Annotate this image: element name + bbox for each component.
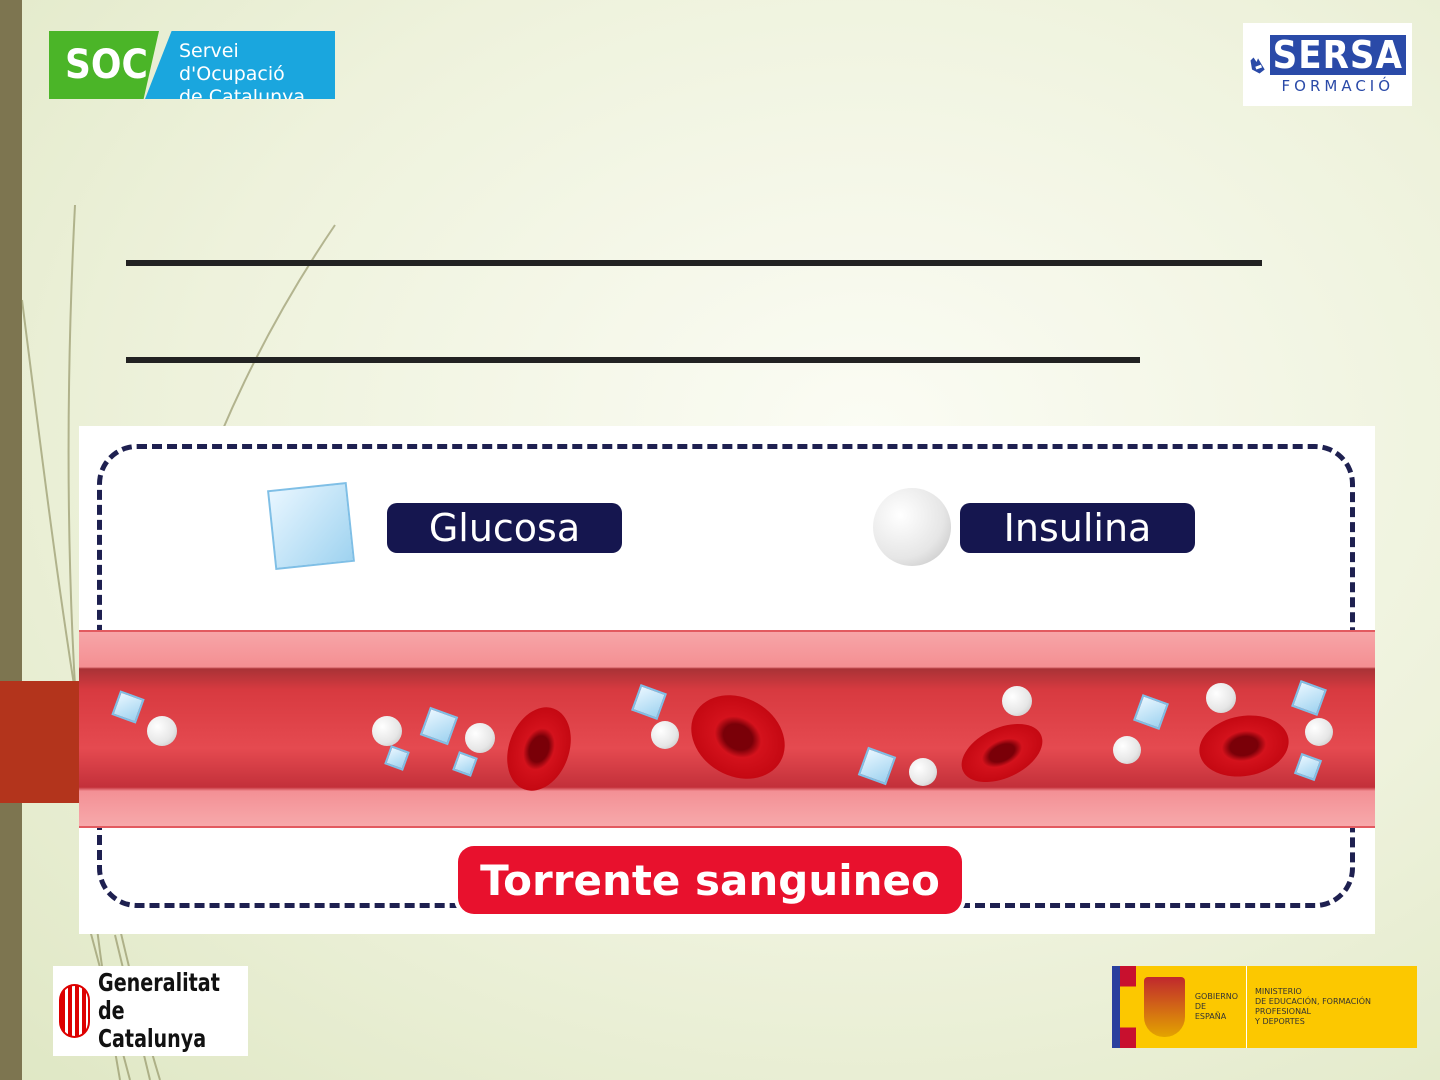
subtitle-placeholder-line xyxy=(126,357,1140,363)
sersa-sub: FORMACIÓ xyxy=(1281,76,1395,95)
insulin-label: Insulina xyxy=(960,503,1195,553)
soc-line2: de Catalunya xyxy=(179,86,306,108)
insulin-particle-icon xyxy=(1305,718,1333,746)
eu-spain-flag-icon xyxy=(1112,966,1136,1048)
insulin-particle-icon xyxy=(1113,736,1141,764)
ministry-line2: DE EDUCACIÓN, FORMACIÓN PROFESIONAL xyxy=(1255,997,1371,1016)
insulin-particle-icon xyxy=(465,723,495,753)
gobierno-line2: DE ESPAÑA xyxy=(1194,1002,1227,1021)
insulin-particle-icon xyxy=(372,716,402,746)
glucose-cube-icon xyxy=(267,482,355,570)
glucose-label: Glucosa xyxy=(387,503,622,553)
generalitat-line1: Generalitat xyxy=(98,968,220,997)
hand-book-icon xyxy=(1250,56,1265,73)
bloodstream-diagram: Glucosa Insulina Torrente sanguineo xyxy=(79,426,1375,934)
insulin-particle-icon xyxy=(909,758,937,786)
soc-line1: Servei d'Ocupació xyxy=(179,40,285,85)
ministry-line3: Y DEPORTES xyxy=(1255,1017,1305,1026)
senyera-icon xyxy=(59,984,91,1038)
ministry-line1: MINISTERIO xyxy=(1255,987,1302,996)
red-accent-tab xyxy=(0,681,80,803)
sersa-name: SERSA xyxy=(1269,34,1406,75)
insulin-ball-icon xyxy=(873,488,951,566)
insulin-particle-icon xyxy=(147,716,177,746)
bloodstream-label: Torrente sanguineo xyxy=(458,846,962,914)
insulin-particle-icon xyxy=(1206,683,1236,713)
insulin-particle-icon xyxy=(651,721,679,749)
insulin-particle-icon xyxy=(1002,686,1032,716)
coat-of-arms-icon xyxy=(1144,977,1185,1037)
gobierno-line1: GOBIERNO xyxy=(1194,992,1239,1001)
left-decorative-bar xyxy=(0,0,22,1080)
generalitat-line2: de Catalunya xyxy=(98,996,207,1053)
soc-abbr: SOC xyxy=(49,31,159,99)
title-placeholder-line xyxy=(126,260,1262,266)
